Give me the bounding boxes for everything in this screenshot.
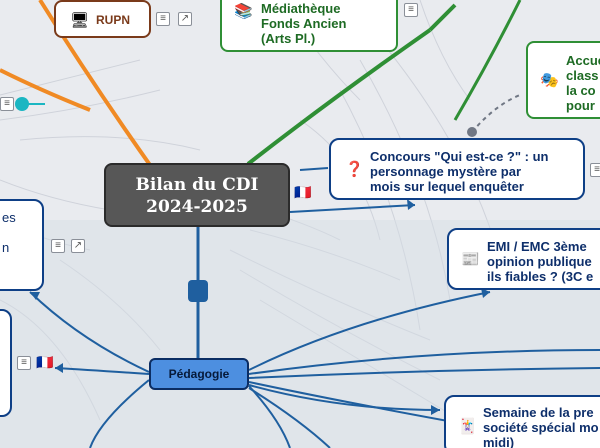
external-link-icon[interactable]: ↗ <box>71 239 85 253</box>
menu-icon[interactable]: ≡ <box>17 356 31 370</box>
collapse-handle[interactable] <box>188 280 208 302</box>
menu-icon[interactable]: ≡ <box>51 239 65 253</box>
node-rupn[interactable]: 🖥 RUPN <box>54 0 151 38</box>
branch-pedagogie[interactable]: Pédagogie <box>149 358 249 390</box>
node-accueil-label: Accue class la co pour <box>566 53 600 113</box>
node-left-top[interactable]: es n <box>0 199 44 291</box>
node-mediatheque[interactable]: 📚 Médiathèque Fonds Ancien (Arts Pl.) <box>220 0 398 52</box>
question-icon: ❓ <box>345 161 364 178</box>
central-topic-line2: 2024-2025 <box>146 197 248 217</box>
branch-pedagogie-label: Pédagogie <box>168 367 230 381</box>
computer-icon: 🖥 <box>70 12 90 29</box>
menu-icon[interactable]: ≡ <box>156 12 170 26</box>
menu-icon[interactable]: ≡ <box>0 97 14 111</box>
node-rupn-label: RUPN <box>96 13 131 27</box>
node-left-top-label: es n <box>2 210 16 255</box>
central-topic[interactable]: Bilan du CDI 2024-2025 <box>104 163 290 227</box>
node-semaine[interactable]: 🃏 Semaine de la pre société spécial mo m… <box>444 395 600 448</box>
books-icon: 📚 <box>234 3 253 20</box>
node-emi[interactable]: 📰 EMI / EMC 3ème opinion publique ils fi… <box>447 228 600 290</box>
node-semaine-label: Semaine de la pre société spécial mo mid… <box>483 405 599 448</box>
menu-icon[interactable]: ≡ <box>404 3 418 17</box>
newspaper-icon: 📰 <box>461 251 480 268</box>
node-accueil[interactable]: 🎭 Accue class la co pour <box>526 41 600 119</box>
flag-icon: 🇫🇷 <box>36 354 54 370</box>
joker-icon: 🃏 <box>458 418 477 435</box>
node-emi-label: EMI / EMC 3ème opinion publique ils fiab… <box>487 239 594 284</box>
central-topic-line1: Bilan du CDI <box>135 175 259 195</box>
theatre-icon: 🎭 <box>540 72 559 89</box>
menu-icon[interactable]: ≡ <box>590 163 600 177</box>
node-left-bottom[interactable] <box>0 309 12 417</box>
node-concours-label: Concours "Qui est-ce ?" : un personnage … <box>370 149 549 194</box>
node-concours[interactable]: ❓ Concours "Qui est-ce ?" : un personnag… <box>329 138 585 200</box>
node-mediatheque-label: Médiathèque Fonds Ancien (Arts Pl.) <box>261 1 347 46</box>
external-link-icon[interactable]: ↗ <box>178 12 192 26</box>
flag-icon: 🇫🇷 <box>294 184 312 200</box>
